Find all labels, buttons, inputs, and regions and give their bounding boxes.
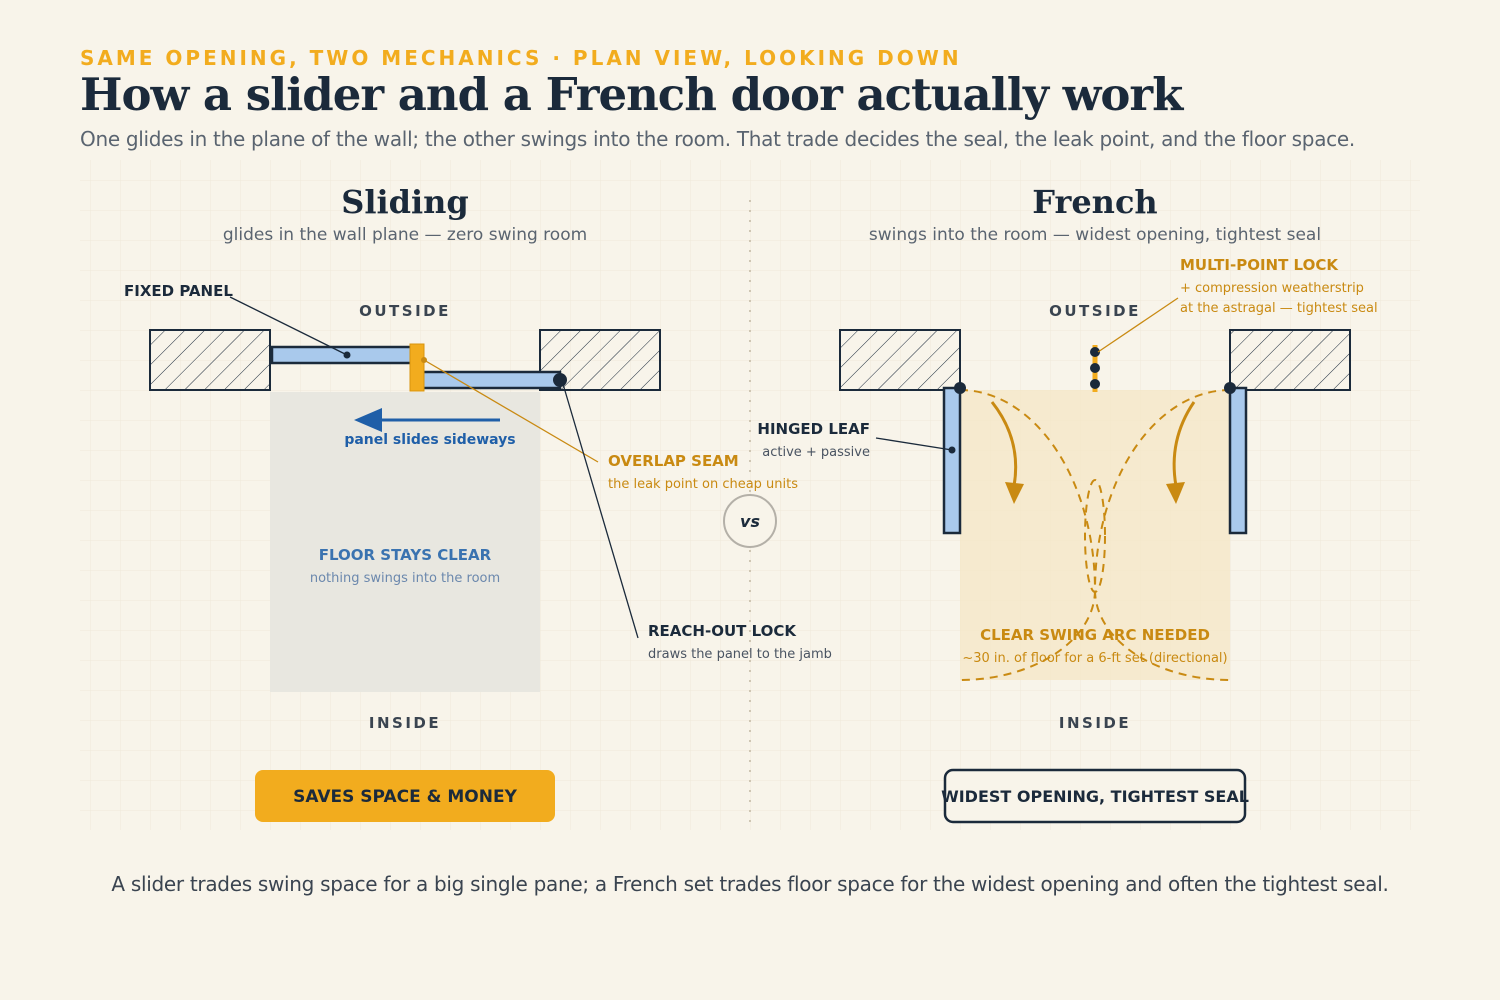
sliding-panel: Sliding glides in the wall plane — zero … <box>124 183 832 822</box>
wall-left-sliding <box>149 329 271 391</box>
reach-out-lock-point <box>553 373 567 387</box>
hinged-leaf-title: HINGED LEAF <box>757 420 870 438</box>
swing-zone <box>960 390 1230 680</box>
fixed-panel-leader <box>229 296 348 356</box>
multi-point-lock-title: MULTI-POINT LOCK <box>1180 256 1339 274</box>
wall-right-french <box>1229 329 1351 391</box>
hinge-right <box>1224 382 1236 394</box>
reach-out-lock-leader <box>562 383 639 639</box>
swing-arc-right <box>1093 389 1231 681</box>
hinged-leaf-right <box>1228 386 1248 535</box>
multi-point-lock-sub1: + compression weatherstrip <box>1180 281 1364 296</box>
sliding-panel-glass <box>410 370 562 390</box>
french-subtitle: swings into the room — widest opening, t… <box>869 225 1321 245</box>
fixed-panel-label: FIXED PANEL <box>124 282 233 300</box>
sliding-subtitle: glides in the wall plane — zero swing ro… <box>223 225 587 245</box>
hinge-left <box>954 382 966 394</box>
swing-arc-overlap <box>1084 479 1106 593</box>
swing-arc-sub: ~30 in. of floor for a 6-ft set (directi… <box>962 651 1227 666</box>
sliding-inside-label: INSIDE <box>369 714 441 732</box>
hinged-leaf-sub: active + passive <box>762 445 870 460</box>
sliding-badge <box>255 770 555 822</box>
slide-arrow-icon <box>354 408 382 432</box>
reach-out-lock-sub: draws the panel to the jamb <box>648 647 832 662</box>
french-panel: French swings into the room — widest ope… <box>757 183 1378 824</box>
wall-left-french <box>839 329 961 391</box>
hinged-leaf-leader <box>875 437 953 451</box>
hinged-leaf-dot <box>948 446 956 454</box>
overlap-seam-title: OVERLAP SEAM <box>608 452 739 470</box>
sliding-title: Sliding <box>341 183 469 221</box>
vs-label: vs <box>740 512 760 531</box>
multi-point-lock-sub2: at the astragal — tightest seal <box>1180 301 1378 316</box>
swing-arc-title: CLEAR SWING ARC NEEDED <box>980 626 1210 644</box>
french-badge-label: WIDEST OPENING, TIGHTEST SEAL <box>941 787 1249 806</box>
overlap-seam-dot <box>421 357 427 363</box>
swing-arrow-right-shaft <box>1172 401 1196 487</box>
footer-caption: A slider trades swing space for a big si… <box>111 872 1389 896</box>
floor-clear-zone <box>270 392 540 692</box>
floor-clear-title: FLOOR STAYS CLEAR <box>319 546 492 564</box>
floor-clear-sub: nothing swings into the room <box>310 571 500 586</box>
swing-arrow-left-shaft <box>990 401 1018 487</box>
french-outside-label: OUTSIDE <box>1049 302 1141 320</box>
eyebrow: SAME OPENING, TWO MECHANICS · PLAN VIEW,… <box>80 46 962 70</box>
slide-arrow-label: panel slides sideways <box>344 432 515 448</box>
sliding-outside-label: OUTSIDE <box>359 302 451 320</box>
lock-point-1 <box>1090 347 1100 357</box>
overlap-seam-leader <box>423 359 599 463</box>
reach-out-lock-title: REACH-OUT LOCK <box>648 622 797 640</box>
lock-point-3 <box>1090 379 1100 389</box>
page-subtitle: One glides in the plane of the wall; the… <box>80 127 1355 151</box>
french-inside-label: INSIDE <box>1059 714 1131 732</box>
overlap-seam <box>409 343 425 392</box>
swing-arrow-left-icon <box>1005 482 1024 504</box>
swing-arrow-right-icon <box>1166 482 1185 504</box>
multi-point-lock-leader <box>1097 297 1179 353</box>
vs-circle <box>723 494 777 548</box>
french-badge <box>943 768 1247 824</box>
fixed-panel-dot <box>343 351 351 359</box>
french-title: French <box>1032 183 1157 221</box>
swing-arc-left <box>959 389 1097 681</box>
hinged-leaf-left <box>942 386 962 535</box>
page-title: How a slider and a French door actually … <box>80 68 1183 121</box>
overlap-seam-sub: the leak point on cheap units <box>608 477 798 492</box>
lock-point-2 <box>1090 363 1100 373</box>
sliding-badge-label: SAVES SPACE & MONEY <box>293 787 517 807</box>
